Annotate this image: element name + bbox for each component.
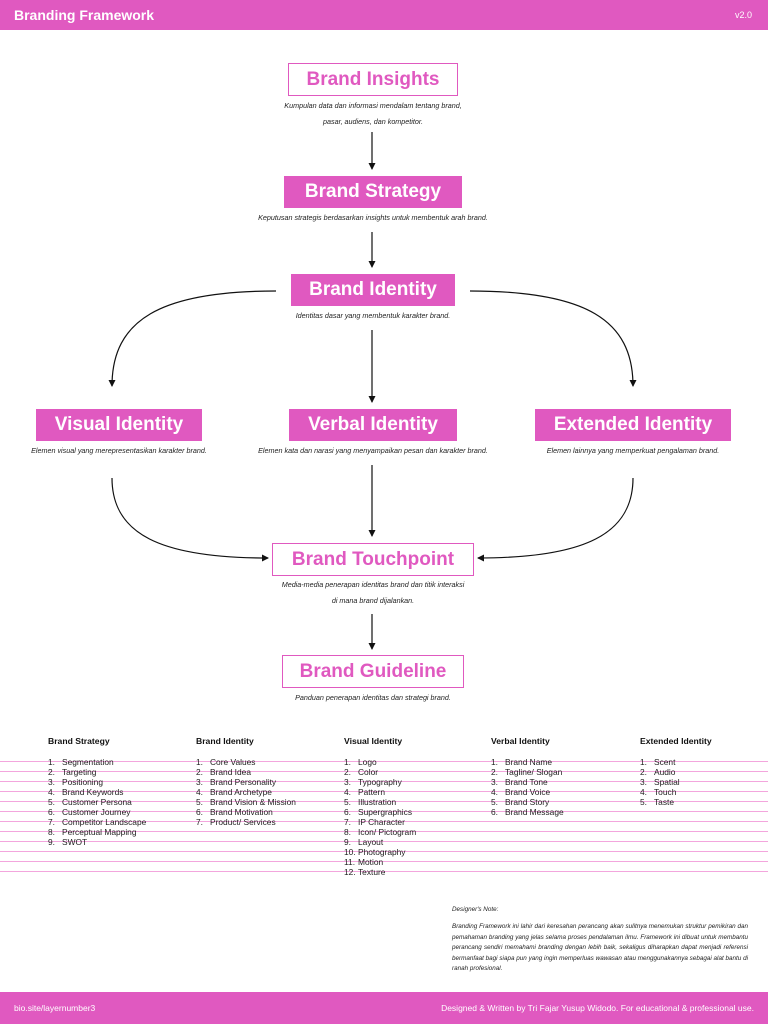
node-brand-touchpoint: Brand Touchpoint [272,543,474,576]
list-item: 5.Taste [640,797,675,807]
node-brand-guideline: Brand Guideline [282,655,464,688]
designer-note-heading: Designer's Note: [452,906,499,913]
list-item: 8.Perceptual Mapping [48,827,137,837]
node-brand-identity: Brand Identity [291,274,455,306]
arrow-identity-to-extended [469,290,637,387]
node-extended-identity: Extended Identity [535,409,731,441]
node-brand-identity-desc: Identitas dasar yang membentuk karakter … [295,311,451,320]
node-verbal-identity-desc: Elemen kata dan narasi yang menyampaikan… [258,446,488,455]
list-item: 1.Core Values [196,757,256,767]
list-heading: Brand Strategy [48,736,110,746]
list-item: 11.Motion [344,857,384,867]
list-extended-identity: Extended Identity 1.Scent 2.Audio 3.Spat… [640,736,712,807]
list-item: 1.Brand Name [491,757,553,767]
node-brand-strategy-label: Brand Strategy [304,181,442,202]
node-brand-touchpoint-label: Brand Touchpoint [291,548,455,570]
list-brand-identity: Brand Identity 1.Core Values 2.Brand Ide… [196,736,296,827]
arrow-extended-to-touchpoint [477,477,634,562]
list-item: 1.Segmentation [48,757,114,767]
list-item: 3.Typography [344,777,402,787]
list-item: 8.Icon/ Pictogram [344,827,417,837]
list-item: 4.Brand Voice [491,787,551,797]
page-title: Branding Framework [14,7,155,23]
list-visual-identity: Visual Identity 1.Logo 2.Color 3.Typogra… [344,736,416,877]
list-item: 3.Spatial [640,777,680,787]
node-brand-insights: Brand Insights [288,63,458,96]
list-item: 9.SWOT [48,837,88,847]
list-item: 5.Brand Story [491,797,550,807]
list-item: 4.Brand Archetype [196,787,272,797]
version-label: v2.0 [734,10,752,20]
node-brand-insights-label: Brand Insights [306,68,440,90]
list-item: 5.Customer Persona [48,797,132,807]
node-brand-insights-desc: Kumpulan data dan informasi mendalam ten… [284,101,462,126]
arrow-identity-to-visual [108,290,277,387]
designer-note-body: Branding Framework ini lahir dari keresa… [452,923,748,972]
list-item: 5.Illustration [344,797,397,807]
node-visual-identity-label: Visual Identity [54,414,184,435]
node-visual-identity: Visual Identity [36,409,202,441]
list-verbal-identity: Verbal Identity 1.Brand Name 2.Tagline/ … [491,736,564,817]
list-item: 4.Pattern [344,787,386,797]
list-heading: Visual Identity [344,736,403,746]
list-item: 3.Brand Tone [491,777,548,787]
list-brand-strategy: Brand Strategy 1.Segmentation 2.Targetin… [48,736,146,847]
designer-note: Designer's Note: Branding Framework ini … [452,906,748,975]
list-item: 10.Photography [344,847,406,857]
list-heading: Extended Identity [640,736,712,746]
list-item: 2.Targeting [48,767,97,777]
footer-credit: Designed & Written by Tri Fajar Yusup Wi… [441,1003,754,1013]
list-item: 5.Brand Vision & Mission [196,797,296,807]
list-item: 3.Positioning [48,777,103,787]
node-brand-guideline-label: Brand Guideline [299,660,447,682]
header-bar: Branding Framework v2.0 [0,0,768,30]
list-item: 7.Competitor Landscape [48,817,147,827]
node-extended-identity-desc: Elemen lainnya yang memperkuat pengalama… [546,446,720,455]
node-brand-guideline-desc: Panduan penerapan identitas dan strategi… [295,693,451,702]
list-item: 6.Brand Message [491,807,564,817]
list-item: 9.Layout [344,837,384,847]
list-item: 12.Texture [344,867,386,877]
list-heading: Verbal Identity [491,736,550,746]
node-extended-identity-label: Extended Identity [553,414,713,435]
list-heading: Brand Identity [196,736,254,746]
node-brand-strategy: Brand Strategy [284,176,462,208]
node-brand-strategy-desc: Keputusan strategis berdasarkan insights… [258,213,488,222]
node-verbal-identity-label: Verbal Identity [308,414,438,435]
list-item: 2.Brand Idea [196,767,251,777]
node-verbal-identity: Verbal Identity [289,409,457,441]
list-item: 2.Color [344,767,379,777]
arrow-visual-to-touchpoint [111,477,269,562]
node-visual-identity-desc: Elemen visual yang merepresentasikan kar… [31,446,207,455]
node-brand-identity-label: Brand Identity [309,279,437,300]
list-item: 3.Brand Personality [196,777,277,787]
list-item: 4.Brand Keywords [48,787,124,797]
list-item: 7.Product/ Services [196,817,276,827]
footer-bar: bio.site/layernumber3 Designed & Written… [0,992,768,1024]
list-item: 6.Supergraphics [344,807,413,817]
ruled-lines [0,761,768,873]
list-item: 6.Brand Motivation [196,807,273,817]
node-brand-touchpoint-desc: Media-media penerapan identitas brand da… [281,580,465,605]
list-item: 2.Audio [640,767,676,777]
list-item: 6.Customer Journey [48,807,131,817]
list-item: 7.IP Character [344,817,405,827]
footer-link[interactable]: bio.site/layernumber3 [14,1003,96,1013]
list-item: 1.Scent [640,757,676,767]
list-item: 2.Tagline/ Slogan [491,767,563,777]
list-item: 1.Logo [344,757,377,767]
list-item: 4.Touch [640,787,677,797]
